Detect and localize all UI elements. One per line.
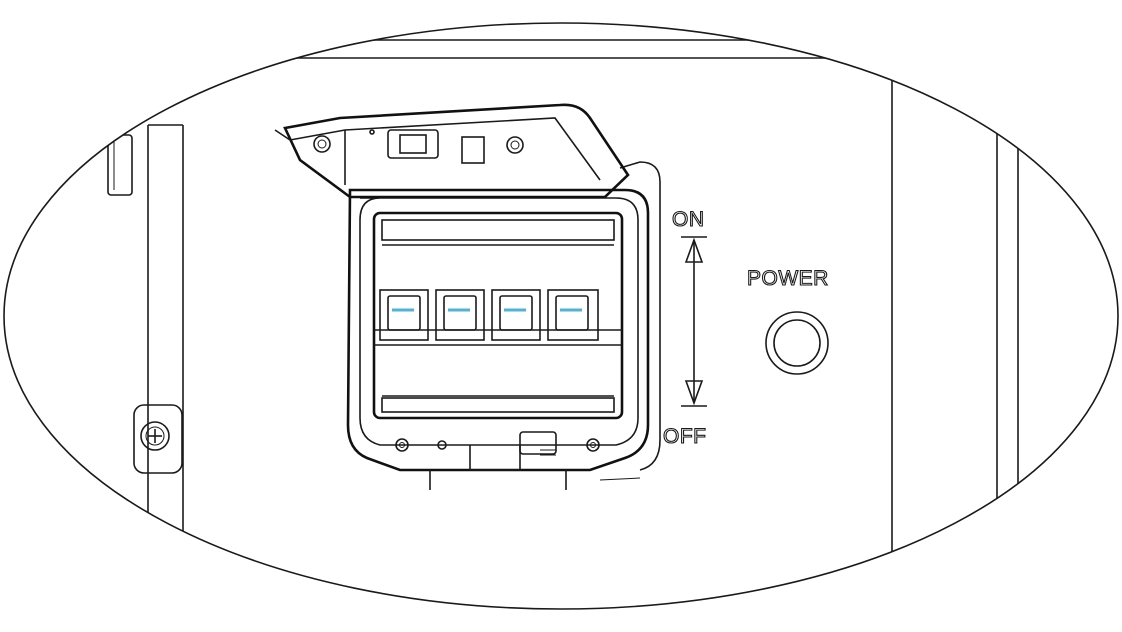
mounting-screw-icon (133, 404, 183, 474)
off-label: OFF (663, 425, 707, 448)
breaker-housing (346, 161, 661, 490)
on-label: ON (672, 208, 705, 231)
breaker-toggle[interactable] (435, 289, 485, 341)
on-off-arrow (681, 236, 707, 407)
breaker-toggle[interactable] (491, 289, 541, 341)
breaker-window (372, 211, 624, 420)
zoom-callout-ellipse (3, 22, 1119, 610)
enclosure-panel (4, 39, 1118, 609)
power-button[interactable] (765, 311, 829, 375)
breaker-toggle[interactable] (547, 289, 599, 341)
power-label: POWER (747, 267, 829, 290)
housing-screw-holes (395, 438, 600, 452)
hinged-cover[interactable] (274, 103, 630, 199)
breaker-toggle[interactable] (379, 289, 429, 341)
breaker-toggles (379, 289, 599, 341)
